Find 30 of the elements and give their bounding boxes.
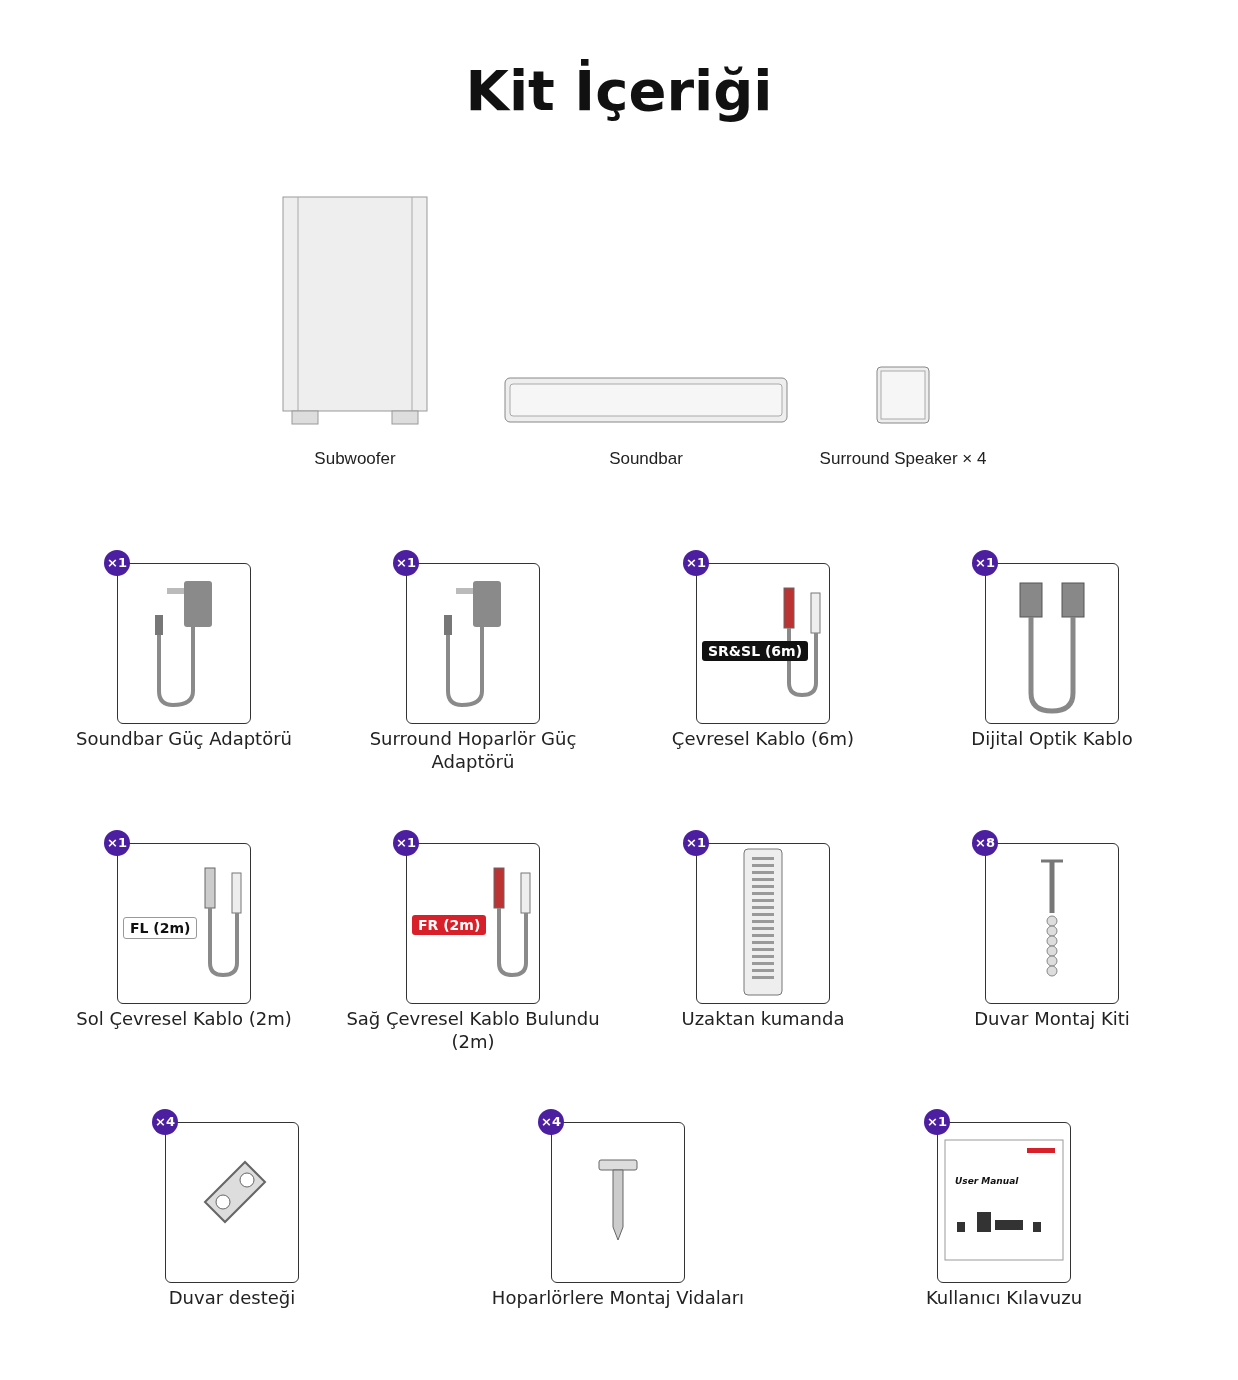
item-caption: Duvar desteği	[167, 1286, 297, 1309]
quantity-badge: ×4	[152, 1109, 178, 1135]
item-caption: Subwoofer	[313, 448, 397, 470]
cable-tag: FL (2m)	[123, 917, 198, 939]
item-caption: Duvar Montaj Kiti	[973, 1007, 1131, 1030]
quantity-badge: ×1	[393, 550, 419, 576]
item-caption: Surround Hoparlör Güç Adaptörü	[368, 727, 578, 773]
item-caption: Sağ Çevresel Kablo Bulundu (2m)	[345, 1007, 601, 1053]
quantity-badge: ×1	[972, 550, 998, 576]
item-caption: Kullanıcı Kılavuzu	[924, 1286, 1084, 1309]
cable-tag: FR (2m)	[412, 915, 487, 935]
item-caption: Sol Çevresel Kablo (2m)	[75, 1007, 293, 1030]
cable-tag: SR&SL (6m)	[702, 641, 809, 661]
item-caption: Hoparlörlere Montaj Vidaları	[490, 1286, 746, 1309]
page-title: Kit İçeriği	[464, 58, 774, 123]
quantity-badge: ×8	[972, 830, 998, 856]
quantity-badge: ×1	[104, 830, 130, 856]
quantity-badge: ×1	[683, 550, 709, 576]
quantity-badge: ×4	[538, 1109, 564, 1135]
quantity-badge: ×1	[104, 550, 130, 576]
quantity-badge: ×1	[683, 830, 709, 856]
item-caption: Soundbar	[608, 448, 684, 470]
item-caption: Soundbar Güç Adaptörü	[75, 727, 293, 750]
item-caption: Dijital Optik Kablo	[970, 727, 1134, 750]
quantity-badge: ×1	[393, 830, 419, 856]
item-caption: Uzaktan kumanda	[680, 1007, 846, 1030]
quantity-badge: ×1	[924, 1109, 950, 1135]
item-caption: Surround Speaker × 4	[818, 448, 988, 470]
item-caption: Çevresel Kablo (6m)	[670, 727, 856, 750]
manual-title: User Manual	[954, 1175, 1020, 1188]
